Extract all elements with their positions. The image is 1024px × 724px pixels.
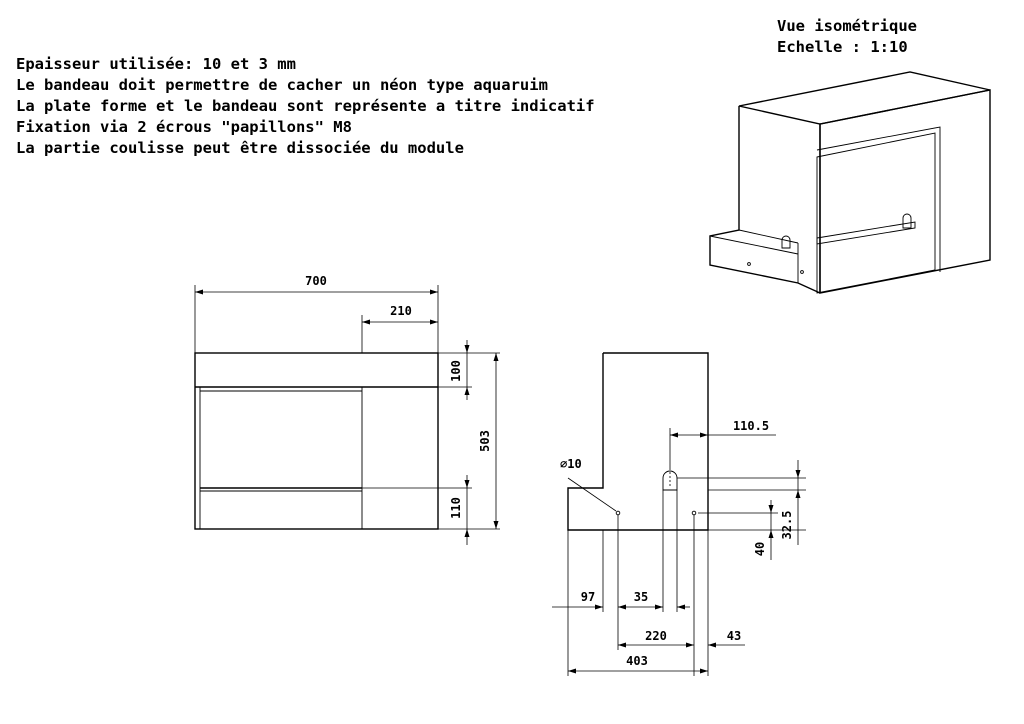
dim-110-label: 110	[449, 497, 463, 519]
arrow	[670, 432, 678, 438]
dim-210-label: 210	[390, 304, 412, 318]
note-neon: Le bandeau doit permettre de cacher un n…	[16, 76, 548, 94]
note-fixation: Fixation via 2 écrous "papillons" M8	[16, 118, 352, 136]
arrow	[618, 642, 626, 648]
front-outline	[194, 352, 439, 530]
isometric-view	[709, 71, 991, 294]
iso-base-edge-3	[709, 235, 799, 255]
arrow	[464, 345, 470, 353]
side-view: ∅10 110.5 40 32.5 97	[552, 352, 806, 676]
arrow	[493, 521, 499, 529]
side-hole-left	[615, 510, 621, 516]
arrow	[686, 642, 694, 648]
scale-label: Echelle : 1:10	[777, 38, 908, 56]
arrow	[464, 480, 470, 488]
arrow	[700, 668, 708, 674]
view-title-block: Vue isométrique Echelle : 1:10	[777, 17, 917, 56]
arrow	[655, 604, 663, 610]
arrow	[795, 470, 801, 478]
note-platform: La plate forme et le bandeau sont représ…	[16, 97, 595, 115]
iso-side-face	[709, 106, 821, 294]
arrow	[362, 319, 370, 325]
leader-diameter	[567, 477, 617, 512]
notes-block: Epaisseur utilisée: 10 et 3 mm Le bandea…	[16, 55, 595, 157]
iso-opening	[816, 132, 936, 294]
iso-hole-2	[800, 270, 804, 274]
arrow	[493, 353, 499, 361]
arrow	[708, 642, 716, 648]
arrow	[700, 432, 708, 438]
note-slide: La partie coulisse peut être dissociée d…	[16, 139, 464, 157]
arrow	[430, 319, 438, 325]
iso-slot-left	[781, 235, 791, 249]
iso-base-edge	[738, 229, 799, 244]
iso-opening-frame	[816, 126, 941, 272]
arrow	[195, 289, 203, 295]
arrow	[464, 529, 470, 537]
view-title: Vue isométrique	[777, 17, 917, 35]
dim-40-label: 40	[753, 542, 767, 556]
arrow	[464, 387, 470, 395]
arrow	[568, 668, 576, 674]
iso-front-face	[819, 89, 991, 294]
dim-403-label: 403	[626, 654, 648, 668]
side-outline	[567, 352, 709, 531]
dim-220-label: 220	[645, 629, 667, 643]
dim-35-label: 35	[634, 590, 648, 604]
dim-43-label: 43	[727, 629, 741, 643]
arrow	[768, 530, 774, 538]
dim-diameter-label: ∅10	[560, 457, 582, 471]
arrow	[677, 604, 685, 610]
dim-97-label: 97	[581, 590, 595, 604]
iso-slide-rail	[816, 221, 916, 245]
arrow	[795, 490, 801, 498]
dim-100-label: 100	[449, 360, 463, 382]
dim-32-5-label: 32.5	[780, 511, 794, 540]
iso-hole-1	[747, 262, 751, 266]
dim-700-label: 700	[305, 274, 327, 288]
side-hole-right	[691, 510, 697, 516]
arrow	[430, 289, 438, 295]
arrow	[595, 604, 603, 610]
front-view: 700 210 100 110 503	[194, 274, 500, 545]
arrow	[768, 505, 774, 513]
dim-503-label: 503	[478, 430, 492, 452]
note-thickness: Epaisseur utilisée: 10 et 3 mm	[16, 55, 296, 73]
iso-slot-right	[902, 213, 912, 229]
dim-110-5-label: 110.5	[733, 419, 769, 433]
